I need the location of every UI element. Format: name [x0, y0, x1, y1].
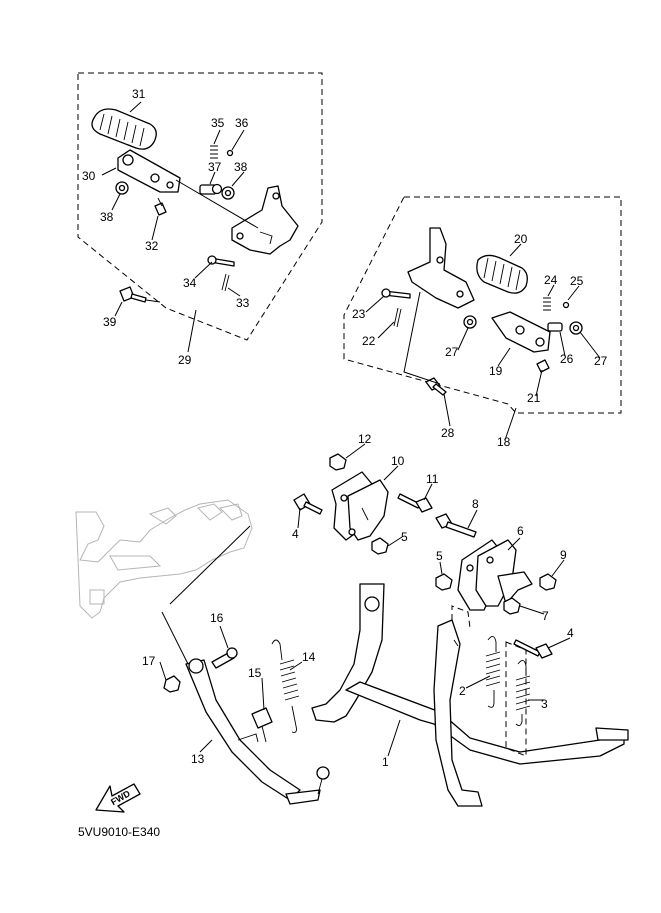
callout-1: 1 — [382, 755, 389, 769]
callout-30: 30 — [82, 169, 96, 183]
callout-22: 22 — [362, 334, 376, 348]
callout-27: 27 — [445, 345, 459, 359]
stand-bracket-10 — [331, 471, 389, 541]
callout-37: 37 — [208, 160, 222, 174]
callout-5: 5 — [401, 530, 408, 544]
footpeg-rubber-20 — [476, 254, 528, 294]
callout-5: 5 — [436, 549, 443, 563]
forward-arrow-icon — [95, 783, 141, 813]
callout-15: 15 — [248, 666, 262, 680]
callout-12: 12 — [358, 432, 372, 446]
sidestand-leader — [161, 525, 251, 665]
callout-26: 26 — [560, 352, 574, 366]
small-parts-24-27 — [463, 297, 583, 335]
nut-5-upper — [371, 537, 389, 555]
footpeg-bracket-30 — [117, 149, 181, 193]
sidestand-13 — [185, 658, 330, 805]
bolt-8 — [435, 513, 477, 538]
bolt-32 — [154, 197, 167, 216]
callout-11: 11 — [426, 472, 439, 486]
callout-19: 19 — [489, 364, 503, 378]
callout-36: 36 — [235, 116, 249, 130]
callout-2: 2 — [459, 684, 466, 698]
bolt-4-right — [513, 639, 553, 659]
callout-38: 38 — [234, 160, 248, 174]
bolt-15 — [251, 707, 273, 743]
bolt-16 — [211, 647, 238, 669]
callout-31: 31 — [132, 87, 146, 101]
callout-17: 17 — [142, 654, 156, 668]
nut-5-lower — [435, 573, 453, 591]
nut-9 — [539, 573, 557, 591]
callout-3: 3 — [541, 697, 548, 711]
footpeg-bracket-19 — [491, 311, 551, 353]
callout-33: 33 — [236, 296, 250, 310]
spring-14 — [271, 639, 300, 733]
group-29-boundary — [77, 72, 323, 341]
nut-17 — [163, 675, 181, 693]
callout-34: 34 — [183, 276, 197, 290]
callout-38: 38 — [100, 210, 114, 224]
collar-7 — [503, 597, 521, 615]
pin-23-cotter-22 — [381, 288, 411, 328]
callout-6: 6 — [517, 524, 524, 538]
callout-35: 35 — [211, 116, 225, 130]
callout-18: 18 — [497, 435, 511, 449]
callout-16: 16 — [210, 611, 224, 625]
footpeg-rubber-31 — [91, 108, 157, 150]
callout-21: 21 — [527, 391, 541, 405]
frame-ghost — [75, 499, 253, 619]
group-18-boundary — [343, 196, 622, 414]
bolt-39 — [119, 286, 147, 303]
spring-3 — [515, 660, 531, 727]
callout-27: 27 — [594, 354, 608, 368]
diagram-code: 5VU9010-E340 — [78, 825, 160, 839]
centerstand-1 — [311, 583, 629, 807]
bolt-21 — [536, 359, 550, 373]
pin-34-cotter-33 — [207, 255, 235, 292]
callout-24: 24 — [544, 273, 558, 287]
callout-25: 25 — [570, 274, 584, 288]
callout-14: 14 — [302, 650, 316, 664]
footrest-bracket-right — [407, 227, 475, 309]
callout-29: 29 — [178, 353, 192, 367]
nut-12 — [329, 453, 347, 471]
stand-bracket-6 — [457, 539, 533, 611]
bolt-11 — [397, 493, 433, 513]
callout-32: 32 — [145, 239, 159, 253]
callout-23: 23 — [352, 307, 366, 321]
callout-4: 4 — [567, 626, 574, 640]
callout-9: 9 — [560, 548, 567, 562]
spring-2 — [485, 636, 501, 708]
small-parts-35-38 — [115, 145, 235, 200]
callout-39: 39 — [103, 315, 117, 329]
callout-7: 7 — [542, 609, 549, 623]
callout-13: 13 — [191, 752, 205, 766]
bolt-4-left — [293, 493, 323, 515]
callout-28: 28 — [441, 426, 455, 440]
footrest-bracket-left — [231, 185, 299, 255]
callout-4: 4 — [292, 527, 299, 541]
callout-20: 20 — [514, 232, 528, 246]
callout-10: 10 — [391, 454, 405, 468]
callout-8: 8 — [472, 497, 479, 511]
